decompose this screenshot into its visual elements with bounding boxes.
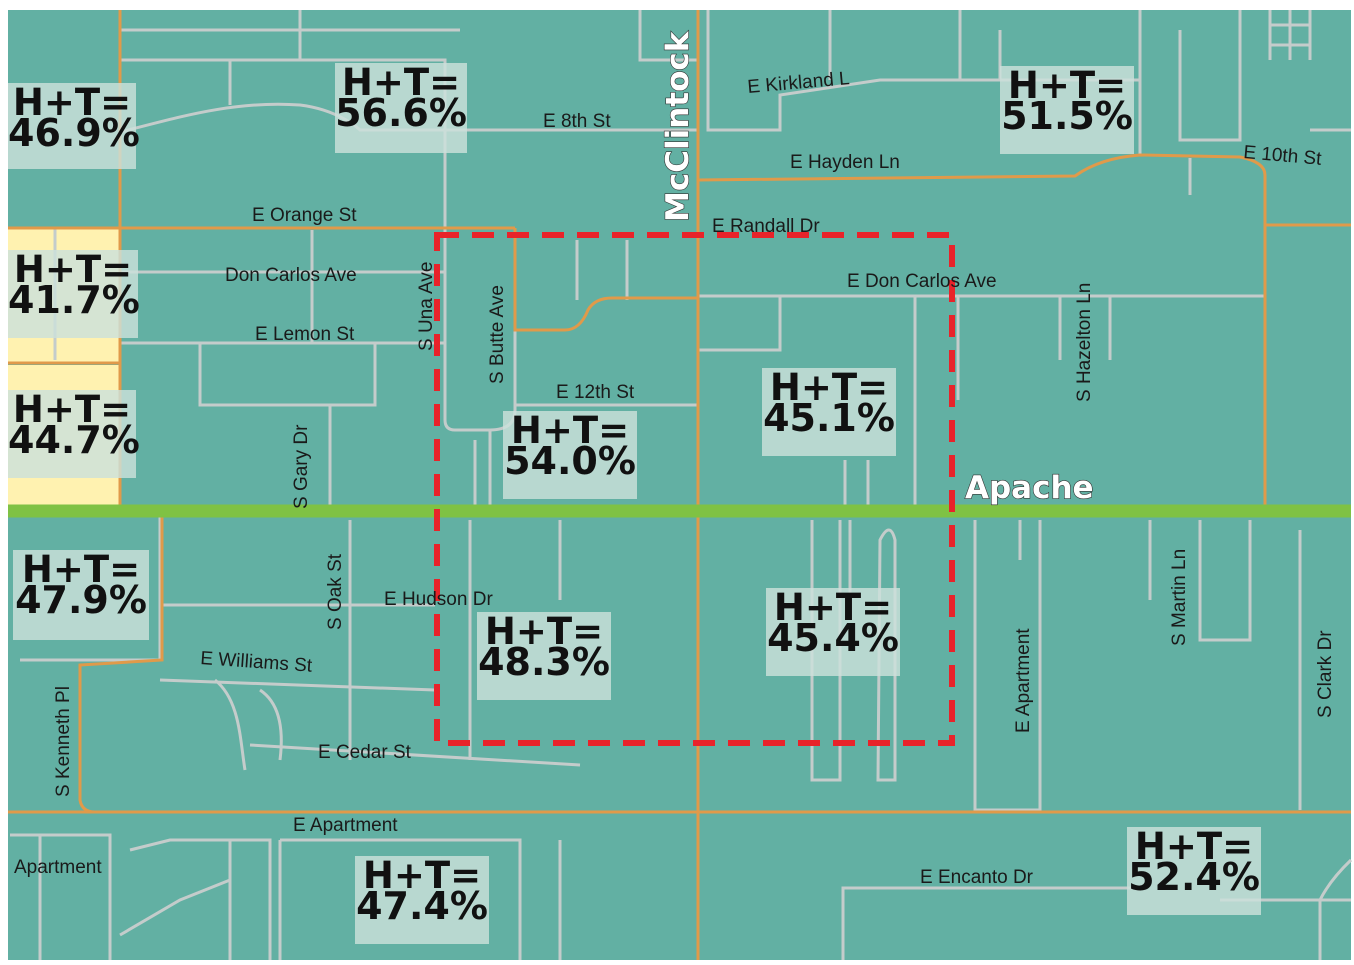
map-background bbox=[8, 10, 1351, 960]
ht-badge-47-4: H+T= 47.4% bbox=[355, 856, 489, 944]
ht-badge-label: H+T= bbox=[1134, 825, 1254, 868]
ht-badge-label: H+T= bbox=[769, 366, 889, 409]
ht-badge-label: H+T= bbox=[12, 81, 132, 124]
minor-streets bbox=[10, 10, 1353, 960]
street-label-hazelton: S Hazelton Ln bbox=[1074, 283, 1095, 402]
ht-badge-48-3: H+T= 48.3% bbox=[477, 612, 611, 700]
street-label-apartment-west: Apartment bbox=[14, 857, 102, 878]
street-label-kenneth: S Kenneth Pl bbox=[53, 686, 74, 797]
mcclintock-label: McClintock bbox=[660, 30, 696, 222]
ht-badge-value: 41.7% bbox=[8, 278, 140, 322]
ht-badge-label: H+T= bbox=[484, 610, 604, 653]
ht-badge-label: H+T= bbox=[1007, 64, 1127, 107]
street-label-apartment-horizontal: E Apartment bbox=[293, 815, 398, 836]
ht-badge-value: 45.4% bbox=[767, 616, 899, 660]
street-label-orange: E Orange St bbox=[252, 205, 357, 226]
ht-badge-45-4: H+T= 45.4% bbox=[766, 588, 900, 676]
ht-badge-46-9: H+T= 46.9% bbox=[8, 81, 140, 169]
ht-badge-label: H+T= bbox=[510, 409, 630, 452]
ht-badge-value: 51.5% bbox=[1001, 94, 1133, 138]
major-roads bbox=[8, 10, 1351, 960]
street-label-butte: S Butte Ave bbox=[487, 285, 508, 384]
ht-badge-value: 45.1% bbox=[763, 396, 895, 440]
apache-label: Apache bbox=[965, 470, 1094, 506]
street-label-encanto: E Encanto Dr bbox=[920, 867, 1034, 888]
ht-badge-value: 47.4% bbox=[356, 884, 488, 928]
street-label-don-carlos-west: Don Carlos Ave bbox=[225, 265, 357, 286]
ht-badge-label: H+T= bbox=[773, 586, 893, 629]
ht-badge-value: 52.4% bbox=[1128, 855, 1260, 899]
street-label-hudson: E Hudson Dr bbox=[384, 589, 493, 610]
street-label-gary: S Gary Dr bbox=[291, 424, 312, 509]
ht-badge-52-4: H+T= 52.4% bbox=[1127, 827, 1261, 915]
street-label-una: S Una Ave bbox=[416, 262, 437, 351]
ht-badge-label: H+T= bbox=[341, 61, 461, 104]
ht-badge-51-5: H+T= 51.5% bbox=[1000, 66, 1134, 154]
ht-badge-value: 46.9% bbox=[8, 111, 140, 155]
ht-badge-56-6: H+T= 56.6% bbox=[335, 63, 467, 153]
ht-badge-value: 44.7% bbox=[8, 418, 140, 462]
street-label-8th: E 8th St bbox=[543, 111, 611, 132]
ht-badge-label: H+T= bbox=[21, 548, 141, 591]
street-label-don-carlos-east: E Don Carlos Ave bbox=[847, 271, 997, 292]
ht-badge-value: 48.3% bbox=[478, 640, 610, 684]
street-label-randall: E Randall Dr bbox=[712, 216, 820, 237]
ht-badge-44-7: H+T= 44.7% bbox=[8, 388, 140, 478]
ht-badge-41-7: H+T= 41.7% bbox=[8, 248, 140, 338]
study-area-boundary bbox=[434, 232, 955, 746]
ht-badge-label: H+T= bbox=[13, 248, 133, 291]
ht-badge-label: H+T= bbox=[12, 388, 132, 431]
street-label-lemon: E Lemon St bbox=[255, 324, 355, 345]
ht-badge-47-9: H+T= 47.9% bbox=[13, 550, 149, 640]
ht-badge-value: 54.0% bbox=[504, 439, 636, 483]
ht-badge-54-0: H+T= 54.0% bbox=[503, 411, 637, 499]
street-label-cedar: E Cedar St bbox=[318, 742, 412, 763]
street-label-martin: S Martin Ln bbox=[1169, 549, 1190, 646]
street-label-apartment-vertical: E Apartment bbox=[1013, 628, 1034, 733]
street-label-clark: S Clark Dr bbox=[1315, 630, 1336, 718]
street-label-hayden: E Hayden Ln bbox=[790, 152, 900, 173]
street-label-oak: S Oak St bbox=[325, 553, 346, 630]
ht-badge-label: H+T= bbox=[362, 854, 482, 897]
ht-badge-value: 56.6% bbox=[335, 91, 467, 135]
ht-badge-value: 47.9% bbox=[15, 578, 147, 622]
street-label-12th: E 12th St bbox=[556, 382, 635, 403]
ht-badge-45-1: H+T= 45.1% bbox=[762, 368, 896, 456]
